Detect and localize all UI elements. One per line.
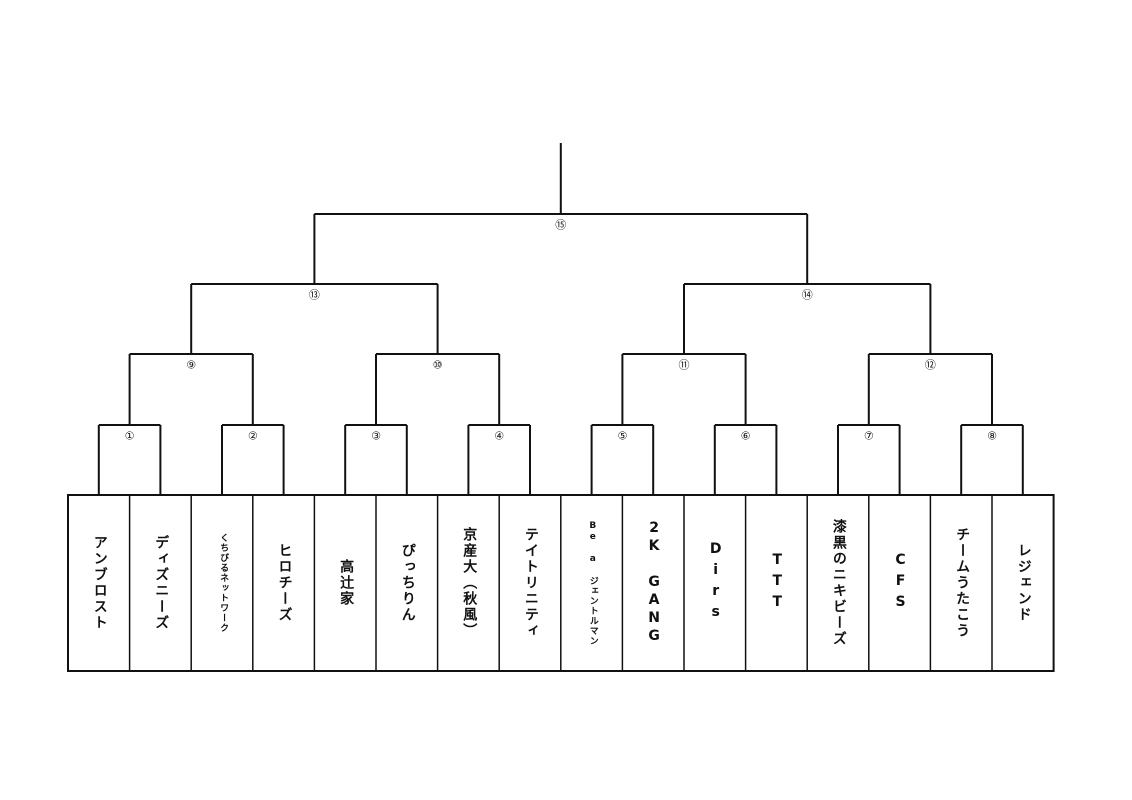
match-number-background — [984, 429, 1000, 443]
match-number-background — [429, 358, 446, 372]
match-number-background — [121, 429, 138, 443]
match-number: ① — [125, 430, 135, 443]
match-number-background — [922, 358, 939, 372]
team-name: くちびるネットワーク — [218, 533, 229, 633]
team-name: 2K GANG — [646, 520, 663, 646]
team-name: ディズニーズ — [153, 535, 170, 631]
match-number-background — [552, 218, 569, 232]
match-number-background — [737, 429, 754, 443]
match-number: ⑧ — [987, 430, 997, 443]
match-number-background — [676, 358, 692, 372]
match-number-background — [306, 288, 323, 302]
team-name: ヒロチーズ — [276, 543, 293, 623]
team-name: CFS — [892, 551, 909, 615]
match-number-background — [244, 429, 261, 443]
match-number-background — [368, 429, 384, 443]
match-number: ⑮ — [555, 219, 566, 232]
match-number: ② — [248, 430, 258, 443]
team-name: Be a ジェントルマン — [587, 520, 598, 646]
match-number: ④ — [494, 430, 504, 443]
team-name: チームうたこう — [954, 527, 971, 639]
team-name: アンブロスト — [91, 535, 108, 631]
match-number: ⑤ — [617, 430, 627, 443]
team-name: 漆黒のニキビーズ — [830, 519, 847, 647]
match-number: ⑩ — [433, 359, 443, 372]
team-name: レジェンド — [1015, 543, 1032, 623]
team-name: 高辻家 — [338, 559, 355, 607]
match-number: ⑨ — [186, 359, 196, 372]
match-number-background — [491, 429, 508, 443]
match-number-background — [614, 429, 631, 443]
match-number-background — [860, 429, 877, 443]
match-number: ⑥ — [741, 430, 751, 443]
match-number-background — [799, 288, 816, 302]
match-number: ⑪ — [679, 359, 690, 372]
team-name: 京産大（秋風） — [461, 527, 478, 639]
match-number: ③ — [371, 430, 381, 443]
match-number-background — [183, 358, 200, 372]
match-number: ⑦ — [864, 430, 874, 443]
match-number: ⑭ — [802, 289, 813, 302]
team-name: TTT — [769, 551, 786, 615]
team-name: Dirs — [707, 541, 724, 625]
team-name: ぴっちりん — [399, 543, 416, 623]
match-number: ⑫ — [925, 359, 936, 372]
match-number: ⑬ — [309, 289, 320, 302]
team-name: テイトリニティ — [522, 527, 539, 639]
